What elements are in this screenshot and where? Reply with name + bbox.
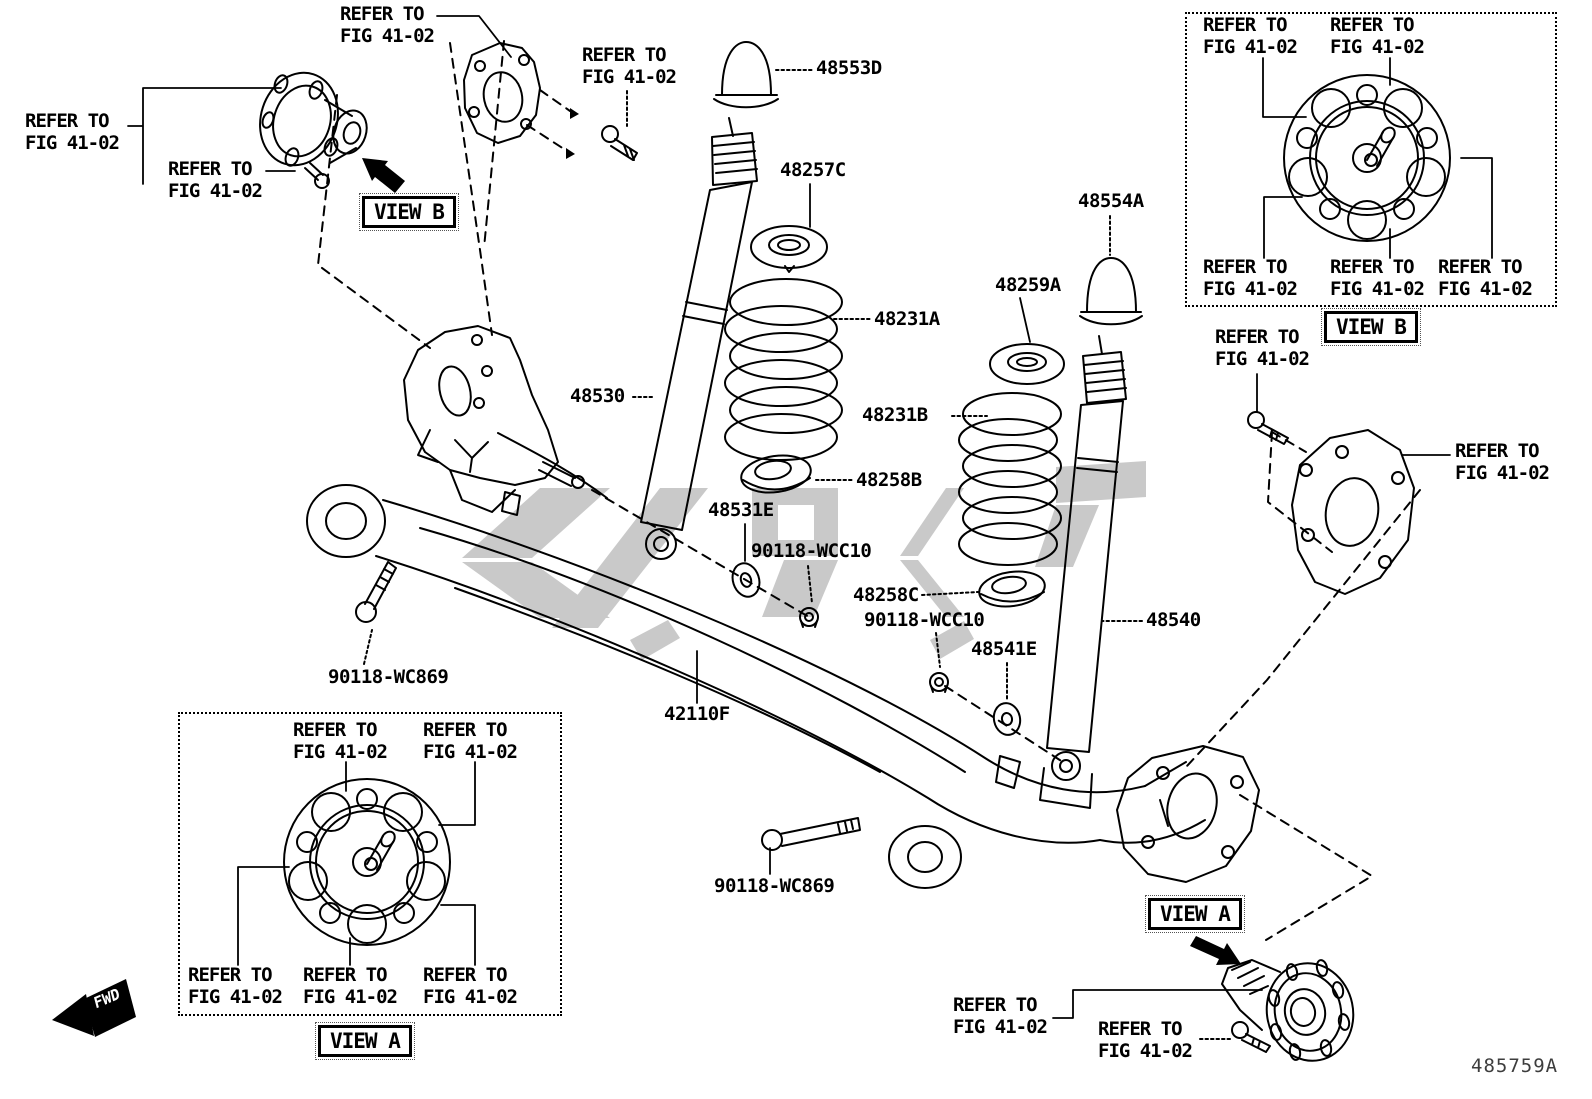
coil-spring-right-drawing xyxy=(958,392,1062,566)
part-number-48541E: 48541E xyxy=(971,638,1037,660)
part-number-90118-WC869-right: 90118-WC869 xyxy=(714,875,835,897)
part-number-48257C: 48257C xyxy=(780,159,846,181)
view-b-detail-box xyxy=(1185,12,1557,307)
bump-stopper-left-drawing xyxy=(713,41,779,109)
mounting-plate-right xyxy=(1291,429,1415,595)
part-number-48231A: 48231A xyxy=(874,308,940,330)
left-spindle-bracket xyxy=(403,325,608,516)
bolts xyxy=(355,125,1289,1053)
part-number-42110F: 42110F xyxy=(664,703,730,725)
washers-and-nuts xyxy=(731,562,1022,736)
hub-bearing-top-left xyxy=(259,71,368,189)
part-number-48553D: 48553D xyxy=(816,57,882,79)
part-number-90118-WCC10-left: 90118-WCC10 xyxy=(751,540,872,562)
spring-seat-upper-left-drawing xyxy=(750,225,828,273)
view-b-label-main: VIEW B xyxy=(359,193,459,231)
view-b-label-inset: VIEW B xyxy=(1321,308,1421,346)
part-number-48258B: 48258B xyxy=(856,469,922,491)
view-a-detail-box xyxy=(178,712,562,1016)
dashed-projection-lines xyxy=(317,40,1421,941)
direction-arrows xyxy=(52,108,1241,1037)
part-number-48259A: 48259A xyxy=(995,274,1061,296)
view-a-label-main: VIEW A xyxy=(1145,895,1245,933)
hub-bearing-bottom-right xyxy=(1221,959,1355,1062)
leader-lines-dotted xyxy=(363,69,1233,1040)
fwd-arrow-icon xyxy=(52,994,94,1036)
bump-stopper-right-drawing xyxy=(1079,257,1143,326)
spring-insulator-lower-left-drawing xyxy=(740,454,812,494)
shock-absorber-left-drawing xyxy=(640,117,758,560)
part-number-90118-WCC10-right: 90118-WCC10 xyxy=(864,609,985,631)
part-number-48554A: 48554A xyxy=(1078,190,1144,212)
spring-insulator-lower-right-drawing xyxy=(978,570,1046,608)
part-number-48231B: 48231B xyxy=(862,404,928,426)
view-a-label-inset: VIEW A xyxy=(315,1022,415,1060)
figure-code: 485759A xyxy=(1471,1055,1559,1077)
shock-absorber-right-drawing xyxy=(1046,335,1127,781)
fwd-arrow-shaft xyxy=(84,979,136,1037)
mounting-plate-top xyxy=(463,42,541,144)
view-b-arrow-icon xyxy=(362,158,405,193)
axle-beam-drawing xyxy=(306,484,1206,889)
coil-spring-left-drawing xyxy=(724,278,843,461)
part-number-48258C: 48258C xyxy=(853,584,919,606)
part-number-90118-WC869-left: 90118-WC869 xyxy=(328,666,449,688)
leader-lines-solid xyxy=(127,15,1493,1019)
part-number-48540: 48540 xyxy=(1146,609,1201,631)
part-number-48531E: 48531E xyxy=(708,499,774,521)
spring-seat-upper-right-drawing xyxy=(989,343,1065,385)
watermark-logo xyxy=(462,461,1146,660)
part-number-48530: 48530 xyxy=(570,385,625,407)
view-a-arrow-icon xyxy=(1190,936,1241,965)
right-spindle-bracket xyxy=(1116,745,1260,883)
